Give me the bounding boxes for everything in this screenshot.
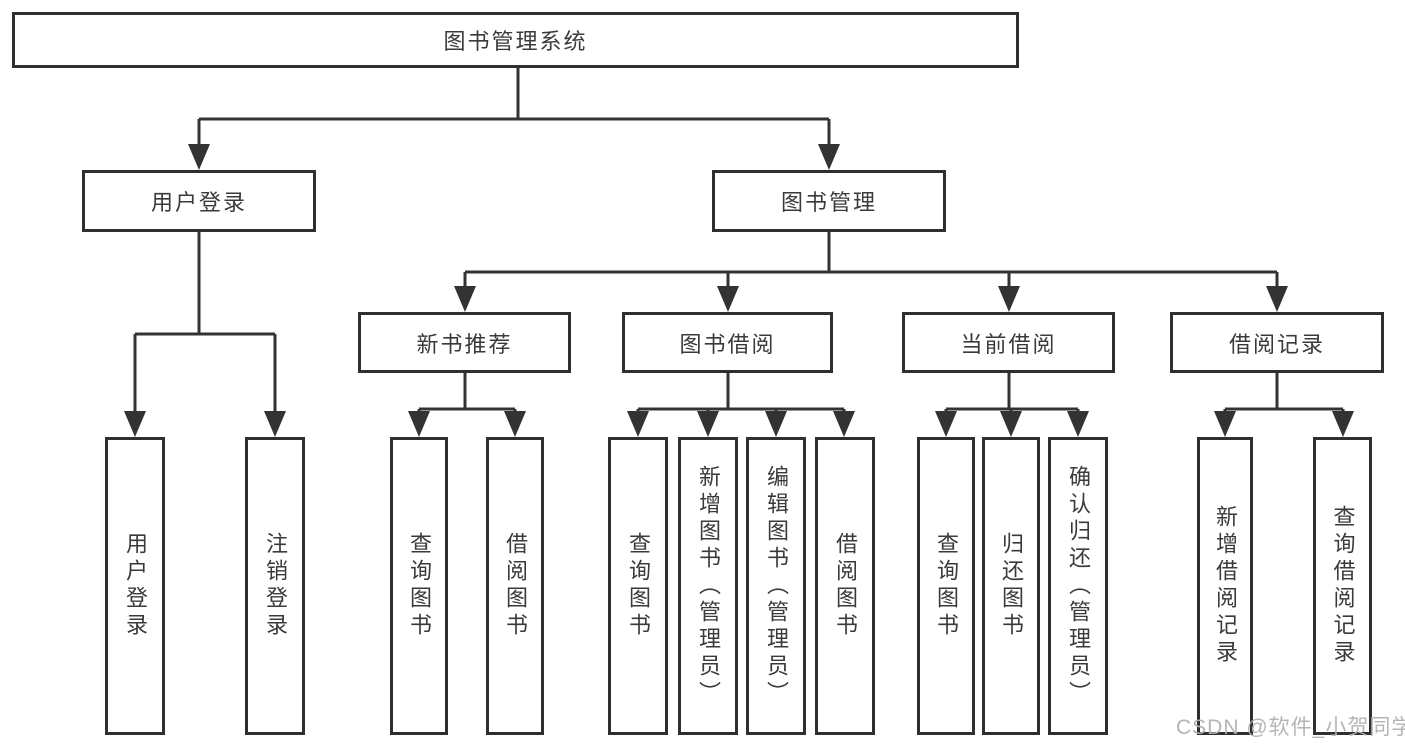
node-library-management-system: 图书管理系统 <box>12 12 1019 68</box>
arrow-down-icons <box>124 144 1354 437</box>
leaf-add-book-admin: 新增图书（管理员） <box>678 437 738 735</box>
leaf-return-books: 归还图书 <box>982 437 1040 735</box>
leaf-user-login: 用户登录 <box>105 437 165 735</box>
leaf-borrow-books-recommend: 借阅图书 <box>486 437 544 735</box>
leaf-add-borrow-record: 新增借阅记录 <box>1197 437 1253 735</box>
node-new-book-recommendation: 新书推荐 <box>358 312 571 373</box>
watermark-csdn: CSDN @软件_小贺同学 <box>1176 716 1405 739</box>
leaf-query-borrow-record: 查询借阅记录 <box>1313 437 1372 735</box>
node-borrowing-records: 借阅记录 <box>1170 312 1384 373</box>
leaf-confirm-return-admin: 确认归还（管理员） <box>1048 437 1108 735</box>
leaf-logout: 注销登录 <box>245 437 305 735</box>
node-user-login: 用户登录 <box>82 170 316 232</box>
node-book-management: 图书管理 <box>712 170 946 232</box>
leaf-edit-book-admin: 编辑图书（管理员） <box>746 437 806 735</box>
leaf-query-books-recommend: 查询图书 <box>390 437 448 735</box>
node-current-borrowing: 当前借阅 <box>902 312 1115 373</box>
node-book-borrowing: 图书借阅 <box>622 312 833 373</box>
leaf-query-books-current: 查询图书 <box>917 437 975 735</box>
leaf-query-books-borrowing: 查询图书 <box>608 437 668 735</box>
leaf-borrow-books-borrowing: 借阅图书 <box>815 437 875 735</box>
